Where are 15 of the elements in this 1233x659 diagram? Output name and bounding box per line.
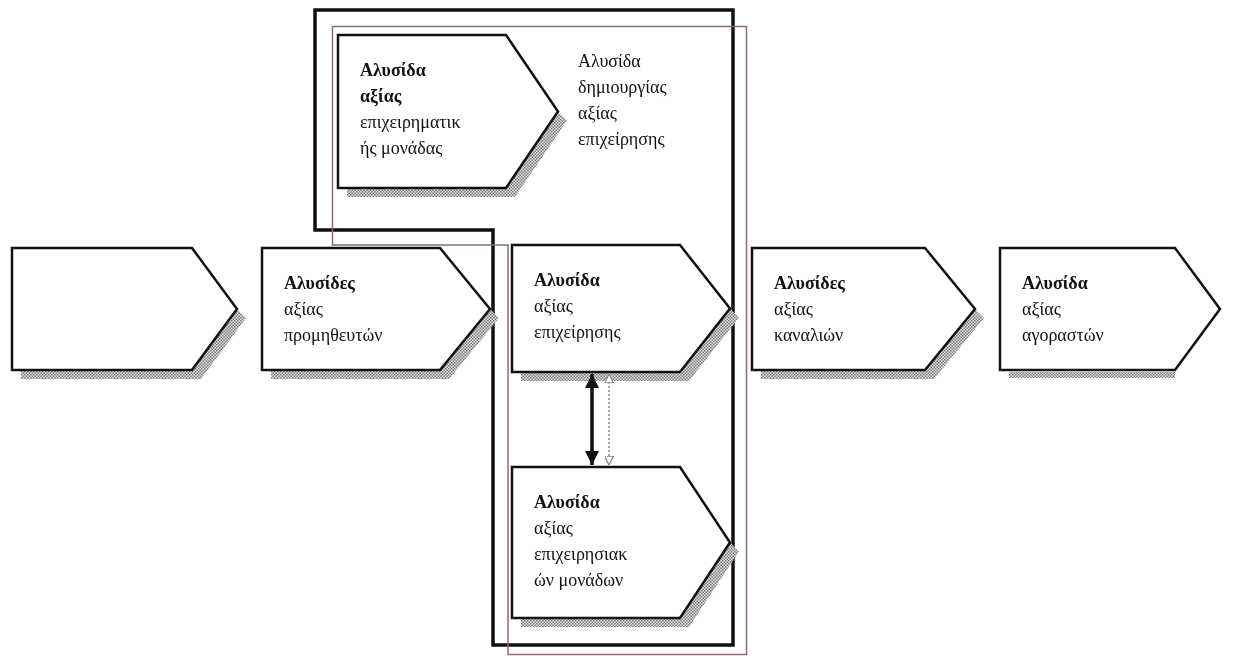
- chevron-label: Αλυσίδα αξίας επιχείρησης: [534, 269, 622, 344]
- chevron-shape: [752, 248, 984, 379]
- chevron-shape: [512, 245, 739, 381]
- chevron-shape: [262, 248, 499, 379]
- chevron-label: Αλυσίδα αξίας αγοραστών: [1022, 272, 1105, 347]
- double-arrow: [603, 373, 615, 466]
- chevron-label: Αλυσίδες αξίας προμηθευτών: [284, 272, 384, 347]
- chevron-label: Αλυσίδες αξίας καναλιών: [774, 272, 846, 347]
- chevron-label: Αλυσίδα αξίας επιχειρησιακ ών μονάδων: [534, 491, 629, 592]
- chevron-shape: [12, 248, 246, 379]
- group-heading: Αλυσίδα δημιουργίας αξίας επιχείρησης: [578, 50, 668, 151]
- chevron-shape: [338, 35, 567, 197]
- chevron-label: Αλυσίδα αξίας επιχειρηματικ ής μονάδας: [360, 59, 460, 160]
- chevron-shape: [512, 467, 739, 627]
- double-arrow: [585, 374, 599, 465]
